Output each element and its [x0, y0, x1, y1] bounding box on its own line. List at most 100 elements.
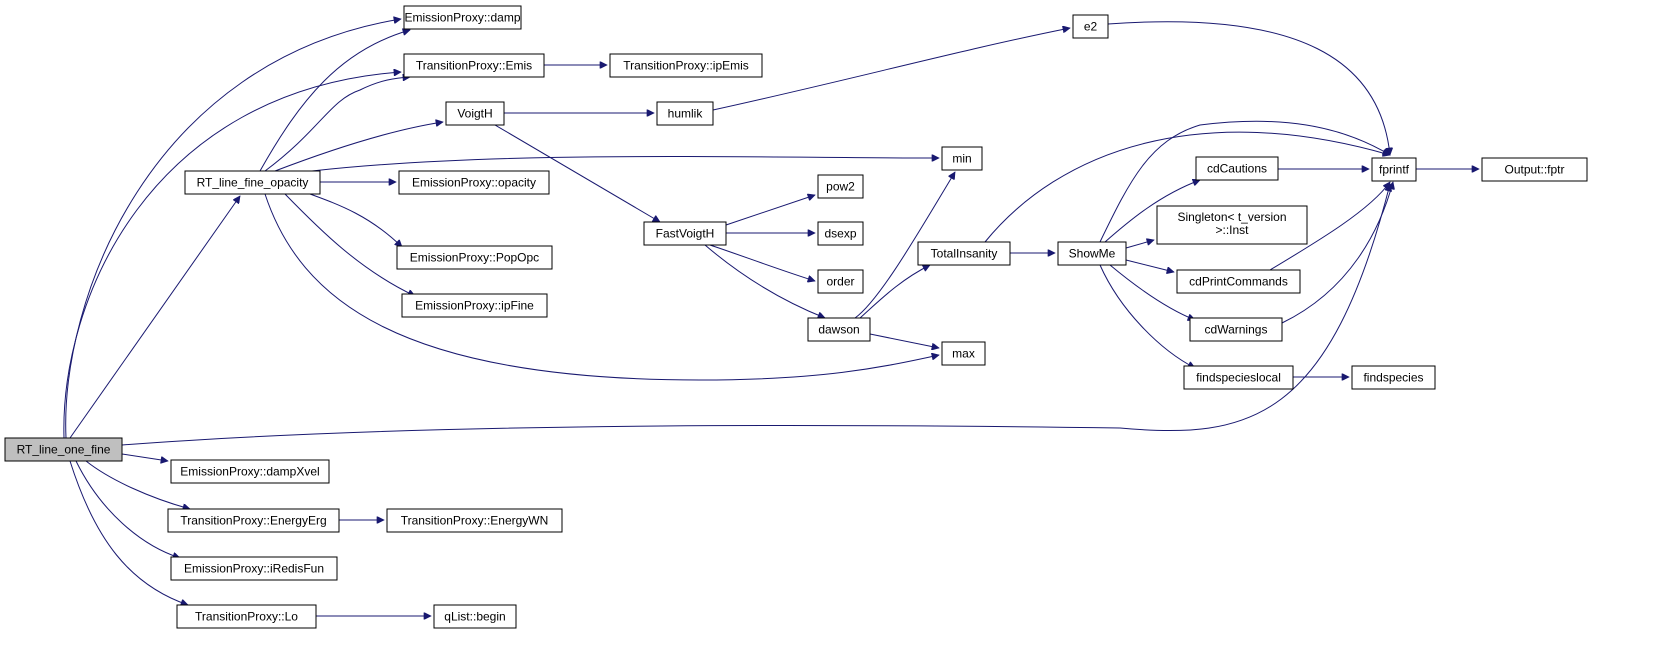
edge-n1-n32 — [75, 460, 180, 558]
edge-n1-n33 — [69, 460, 188, 605]
node-label: TransitionProxy::Emis — [416, 59, 532, 73]
node-pow2[interactable]: pow2 — [817, 174, 864, 199]
node-box — [433, 604, 517, 629]
node-box — [396, 245, 553, 270]
node-label: fprintf — [1379, 163, 1410, 177]
node-e2[interactable]: e2 — [1072, 14, 1109, 39]
node-max[interactable]: max — [941, 341, 986, 366]
node-label: TotalInsanity — [931, 247, 998, 261]
node-box — [917, 241, 1011, 266]
edge-n20-n26 — [1109, 264, 1195, 320]
node-voigth[interactable]: VoigtH — [445, 101, 505, 126]
node-label: TransitionProxy::EnergyWN — [401, 514, 549, 528]
node-box — [656, 101, 714, 126]
node-singleton-t-version[interactable]: Singleton< t_version>::Inst — [1156, 205, 1308, 245]
node-box — [184, 170, 321, 195]
node-label: dsexp — [824, 227, 856, 241]
node-label: humlik — [668, 107, 704, 121]
node-cdcautions[interactable]: cdCautions — [1195, 156, 1279, 181]
edge-n7-n5 — [712, 28, 1070, 111]
node-transitionproxy-energywn[interactable]: TransitionProxy::EnergyWN — [386, 508, 563, 533]
node-box — [403, 53, 545, 78]
node-transitionproxy-emis[interactable]: TransitionProxy::Emis — [403, 53, 545, 78]
node-label: >::Inst — [1215, 223, 1249, 237]
node-qlist-begin[interactable]: qList::begin — [433, 604, 517, 629]
node-rt-line-fine-opacity[interactable]: RT_line_fine_opacity — [184, 170, 321, 195]
node-cdwarnings[interactable]: cdWarnings — [1189, 317, 1283, 342]
node-box — [403, 5, 522, 30]
edge-n17-n19 — [859, 264, 930, 319]
node-dawson[interactable]: dawson — [807, 317, 871, 342]
edge-n9-n16 — [284, 193, 415, 296]
node-fprintf[interactable]: fprintf — [1371, 157, 1417, 182]
node-box — [1371, 157, 1417, 182]
node-box — [386, 508, 563, 533]
node-box — [817, 221, 864, 246]
edge-n9-n8 — [311, 157, 939, 172]
node-box — [170, 459, 330, 484]
edge-n9-n3 — [264, 77, 410, 172]
node-emissionproxy-popopc[interactable]: EmissionProxy::PopOpc — [396, 245, 553, 270]
node-box — [1195, 156, 1279, 181]
node-box — [176, 604, 317, 629]
edge-n12-n11 — [725, 195, 815, 226]
edge-n5-n22 — [1107, 21, 1390, 155]
node-emissionproxy-iredisfun[interactable]: EmissionProxy::iRedisFun — [170, 556, 338, 581]
node-label: dawson — [818, 323, 859, 337]
node-label: EmissionProxy::damp — [404, 11, 520, 25]
node-order[interactable]: order — [817, 269, 864, 294]
node-label: TransitionProxy::Lo — [195, 610, 298, 624]
node-dsexp[interactable]: dsexp — [817, 221, 864, 246]
node-box — [817, 269, 864, 294]
node-box — [643, 221, 727, 246]
edge-n9-n14 — [309, 193, 402, 247]
node-label: ShowMe — [1069, 247, 1116, 261]
node-findspecieslocal[interactable]: findspecieslocal — [1183, 365, 1294, 390]
edge-n9-n2 — [259, 30, 410, 172]
node-transitionproxy-ipemis[interactable]: TransitionProxy::ipEmis — [609, 53, 763, 78]
node-box — [4, 437, 123, 462]
edge-n20-n25 — [1125, 259, 1174, 272]
node-emissionproxy-ipfine[interactable]: EmissionProxy::ipFine — [401, 293, 548, 318]
edge-n1-n29 — [121, 453, 168, 461]
node-box — [1176, 269, 1301, 294]
node-label: Singleton< t_version — [1177, 210, 1286, 224]
node-box — [1189, 317, 1283, 342]
edge-n6-n12 — [494, 124, 660, 223]
node-findspecies[interactable]: findspecies — [1351, 365, 1436, 390]
edge-n12-n17 — [704, 244, 825, 318]
node-label: e2 — [1084, 20, 1098, 34]
node-box — [398, 170, 550, 195]
node-cdprintcommands[interactable]: cdPrintCommands — [1176, 269, 1301, 294]
node-min[interactable]: min — [941, 146, 983, 171]
edge-n1-n3 — [63, 72, 401, 439]
edge-n20-n24 — [1125, 240, 1154, 249]
node-label: cdWarnings — [1205, 323, 1268, 337]
node-emissionproxy-opacity[interactable]: EmissionProxy::opacity — [398, 170, 550, 195]
edge-n20-n21 — [1104, 180, 1200, 243]
node-label: VoigtH — [457, 107, 492, 121]
node-label: findspecies — [1363, 371, 1423, 385]
node-fastvoigth[interactable]: FastVoigtH — [643, 221, 727, 246]
node-box — [1156, 205, 1308, 245]
node-label: EmissionProxy::iRedisFun — [184, 562, 324, 576]
node-transitionproxy-lo[interactable]: TransitionProxy::Lo — [176, 604, 317, 629]
node-box — [941, 146, 983, 171]
node-totalinsanity[interactable]: TotalInsanity — [917, 241, 1011, 266]
node-output-fptr[interactable]: Output::fptr — [1481, 157, 1588, 182]
edge-n17-n18 — [869, 333, 939, 348]
node-box — [941, 341, 986, 366]
node-label: RT_line_one_fine — [17, 443, 111, 457]
node-box — [170, 556, 338, 581]
nodes-layer: RT_line_one_fine EmissionProxy::dampTrans… — [4, 5, 1588, 629]
node-humlik[interactable]: humlik — [656, 101, 714, 126]
edge-n17-n8 — [854, 172, 956, 319]
node-showme[interactable]: ShowMe — [1057, 241, 1127, 266]
node-transitionproxy-energyerg[interactable]: TransitionProxy::EnergyErg — [167, 508, 340, 533]
node-label: EmissionProxy::ipFine — [415, 299, 534, 313]
node-label: min — [952, 152, 971, 166]
node-emissionproxy-damp[interactable]: EmissionProxy::damp — [403, 5, 522, 30]
node-rt-line-one-fine[interactable]: RT_line_one_fine — [4, 437, 123, 462]
node-emissionproxy-dampxvel[interactable]: EmissionProxy::dampXvel — [170, 459, 330, 484]
edges-layer — [63, 19, 1479, 616]
